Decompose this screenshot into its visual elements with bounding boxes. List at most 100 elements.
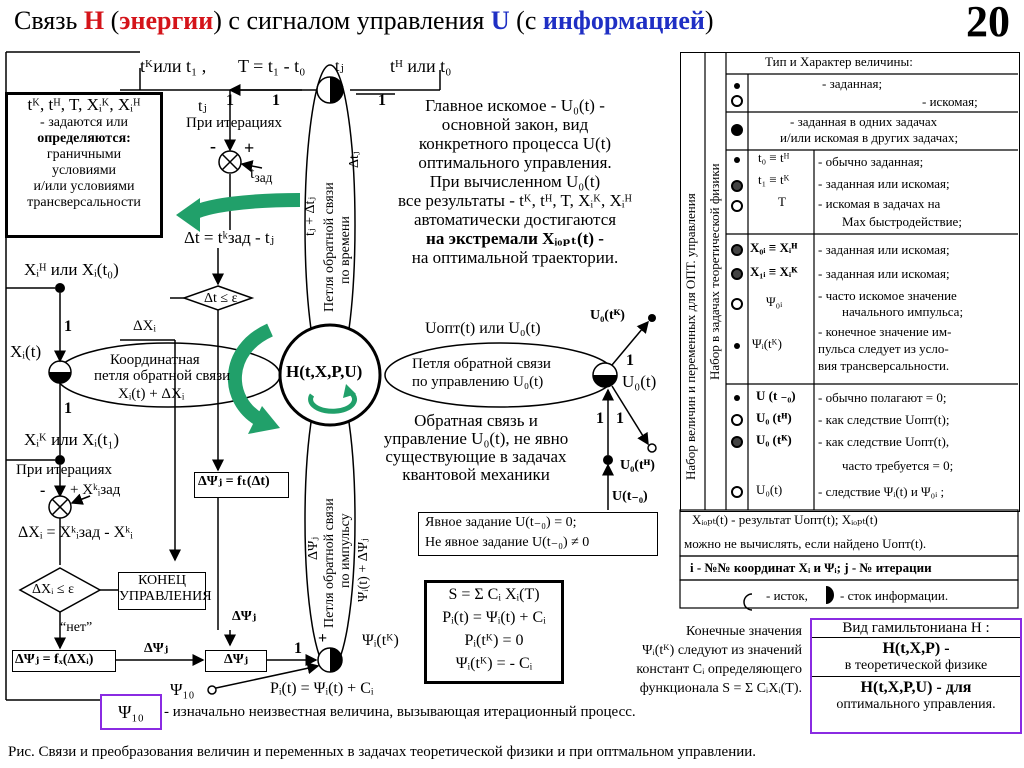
table-note: можно не вычислять, если найдено Uопт(t)… bbox=[684, 536, 927, 551]
delta-x-equation: ΔXᵢ = Xᵏᵢзад - Xᵏᵢ bbox=[18, 524, 133, 541]
xk-label: Xᵢᴷ или Xᵢ(t₁) bbox=[24, 430, 120, 449]
table-text: - заданная или искомая; bbox=[818, 266, 950, 281]
table-text: - как следствие Uопт(t); bbox=[818, 412, 950, 427]
tn-or-t0-label: tᴴ или t₀ bbox=[390, 56, 452, 76]
control-loop-label-a: Петля обратной связи bbox=[412, 356, 551, 372]
table-symbol: Ψ₀ᵢ bbox=[766, 294, 783, 309]
text-line: функционала S = Σ CᵢXᵢ(T). bbox=[639, 681, 802, 696]
dpsi-ft-box: ΔΨⱼ = fₜ(Δt) bbox=[194, 472, 289, 498]
formula-line: S = Σ Cᵢ Xᵢ(T) bbox=[448, 586, 540, 603]
table-text: - следствие Ψᵢ(t) и Ψ₀ᵢ ; bbox=[818, 484, 945, 499]
xi-t-label: Xᵢ(t) bbox=[10, 342, 42, 361]
table-note: i - №№ координат Xᵢ и Ψᵢ; j - № итерации bbox=[690, 560, 932, 575]
figure-caption: Рис. Связи и преобразования величин и пе… bbox=[8, 744, 757, 760]
minus-sign: - bbox=[40, 482, 46, 499]
psi10-description: - изначально неизвестная величина, вызыв… bbox=[164, 704, 636, 720]
dpsi-fx-box: ΔΨⱼ = fₓ(ΔXᵢ) bbox=[12, 650, 116, 672]
table-text: - заданная в одних задачах bbox=[790, 114, 938, 129]
end-label-b: УПРАВЛЕНИЯ bbox=[119, 589, 212, 604]
text-line: существующие в задачах bbox=[385, 447, 567, 466]
table-symbol: Ψᵢ(tᴷ) bbox=[752, 336, 782, 351]
u0tk-label: U₀(tᴷ) bbox=[590, 308, 625, 323]
final-values-note: Конечные значения Ψᵢ(tᴷ) следуют из знач… bbox=[562, 622, 802, 698]
end-control-box: КОНЕЦ УПРАВЛЕНИЯ bbox=[118, 572, 212, 610]
coord-loop-label-b: петля обратной связи bbox=[94, 368, 231, 384]
feedback-description: Обратная связь и управление U₀(t), не яв… bbox=[356, 412, 596, 484]
main-description: Главное искомое - U₀(t) - основной закон… bbox=[370, 96, 660, 267]
hamiltonian-physics: H(t,X,P) - bbox=[882, 640, 950, 657]
one-label: 1 bbox=[64, 400, 72, 417]
box-line: - задаются или bbox=[40, 115, 128, 130]
table-text: - заданная или искомая; bbox=[818, 176, 950, 191]
table-text: Max быстродействие; bbox=[842, 214, 962, 229]
table-text: - конечное значение им- bbox=[818, 324, 952, 339]
no-label: “нет” bbox=[60, 620, 93, 635]
table-symbol: X₀ᵢ ≡ Xᵢᴴ bbox=[750, 240, 798, 255]
x-zad-label: + Xᵏᵢзад bbox=[70, 482, 121, 498]
text-line: Ψᵢ(tᴷ) следуют из значений bbox=[642, 643, 802, 658]
pi-equation: Pᵢ(t) = Ψᵢ(t) + Cᵢ bbox=[270, 680, 374, 697]
psi10-label: Ψ₁₀ bbox=[170, 680, 195, 699]
slide-number: 20 bbox=[966, 0, 1010, 46]
formula-line: Pᵢ(tᴷ) = 0 bbox=[464, 632, 524, 649]
one-label: 1 bbox=[596, 410, 604, 427]
text-line: Обратная связь и bbox=[414, 411, 538, 430]
sink-label: - сток информации. bbox=[840, 588, 949, 603]
box-line: определяются: bbox=[37, 131, 131, 146]
table-note: Xᵢₒₚₜ(t) - результат Uопт(t); Xᵢₒₚₜ(t) bbox=[692, 512, 878, 527]
text-line: Конечные значения bbox=[685, 624, 802, 639]
table-text: - обычно заданная; bbox=[818, 154, 924, 169]
table-text: часто требуется = 0; bbox=[842, 458, 954, 473]
table-text: - часто искомое значение bbox=[818, 288, 957, 303]
source-label: - исток, bbox=[766, 588, 808, 603]
text-line: все результаты - tᴷ, tᴴ, T, Xᵢᴷ, Xᵢᴴ bbox=[397, 191, 633, 210]
text-line: на экстремали Xᵢₒₚₜ(t) - bbox=[426, 229, 604, 248]
u0tn-label: U₀(tᴴ) bbox=[620, 458, 655, 473]
table-text: - как следствие Uопт(t), bbox=[818, 434, 950, 449]
table-text: - заданная или искомая; bbox=[818, 242, 950, 257]
table-text: вия трансверсальности. bbox=[818, 358, 950, 373]
formula-line: Pᵢ(t) = Ψᵢ(t) + Cᵢ bbox=[442, 609, 546, 626]
text-line: управление U₀(t), не явно bbox=[383, 429, 569, 448]
text-line: оптимального управления. bbox=[418, 153, 612, 172]
psi10-box: Ψ₁₀ bbox=[100, 694, 162, 730]
table-symbol: U (t ₋₀) bbox=[756, 388, 796, 403]
text-line: Не явное задание U(t₋₀) ≠ 0 bbox=[425, 535, 590, 550]
hamiltonian-type-box: Вид гамильтониана H : H(t,X,P) - в теоре… bbox=[810, 618, 1022, 734]
table-text: - искомая; bbox=[922, 94, 978, 109]
one-label: 1 bbox=[64, 318, 72, 335]
formula-box: S = Σ Cᵢ Xᵢ(T) Pᵢ(t) = Ψᵢ(t) + Cᵢ Pᵢ(tᴷ)… bbox=[424, 580, 564, 684]
table-text: пульса следует из усло- bbox=[818, 341, 949, 356]
plus-sign: + bbox=[318, 630, 328, 647]
hamiltonian-title: Вид гамильтониана H : bbox=[812, 620, 1020, 638]
minus-sign: - bbox=[210, 136, 216, 156]
box-line: условиями bbox=[51, 163, 117, 178]
dt-condition: Δt ≤ ε bbox=[204, 291, 238, 306]
hamiltonian-control: H(t,X,P,U) - для bbox=[860, 679, 972, 696]
hamiltonian-label: H(t,X,P,U) bbox=[286, 362, 363, 381]
table-header: Тип и Характер величины: bbox=[765, 54, 913, 69]
text-line: При вычисленном U₀(t) bbox=[429, 172, 601, 191]
table-symbol: t₀ ≡ tᴴ bbox=[758, 150, 790, 165]
text-line: Явное задание U(t₋₀) = 0; bbox=[425, 515, 577, 530]
control-loop-label-b: по управлению U₀(t) bbox=[412, 374, 544, 390]
table-symbol: X₁ᵢ ≡ Xᵢᴷ bbox=[750, 264, 798, 279]
plus-sign: + bbox=[244, 138, 255, 158]
table-symbol: U₀ (tᴷ) bbox=[756, 432, 792, 447]
T-equation: T = t₁ - t₀ bbox=[238, 56, 306, 76]
slide-title: Связь H (энергии) с сигналом управления … bbox=[14, 6, 714, 35]
hamiltonian-physics-desc: в теоретической физике bbox=[844, 658, 988, 673]
u-t0-label: U(t₋₀) bbox=[612, 489, 648, 504]
delta-x-condition: ΔXᵢ ≤ ε bbox=[32, 582, 74, 597]
hamiltonian-control-desc: оптимального управления. bbox=[836, 697, 996, 712]
text-line: на оптимальной траектории. bbox=[411, 248, 619, 267]
coord-loop-label-a: Координатная bbox=[110, 352, 200, 368]
formula-line: Ψᵢ(tᴷ) = - Cᵢ bbox=[455, 655, 533, 672]
table-side-label-b: Набор в задачах теоретической физики bbox=[707, 163, 722, 380]
table-text: - искомая в задачах на bbox=[818, 196, 941, 211]
delta-t-equation: Δt = tᵏзад - tⱼ bbox=[184, 228, 275, 247]
text-line: конкретного процесса U(t) bbox=[418, 134, 612, 153]
